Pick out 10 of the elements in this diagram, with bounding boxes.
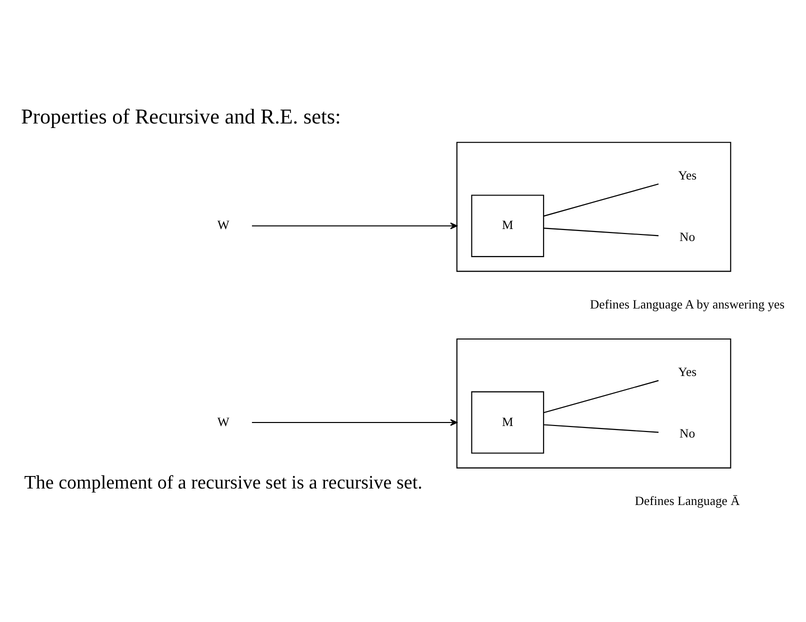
label: The complement of a recursive set is a recursive set. — [24, 472, 422, 493]
node-text: Yes — [678, 364, 697, 379]
node-text: W — [217, 218, 230, 232]
node-label: Defines Language Ā — [634, 494, 740, 508]
node-text: No — [680, 426, 696, 440]
node-label: Defines Language A by answering yes — [590, 296, 785, 311]
node-text: No — [680, 229, 696, 244]
node-text: W — [217, 414, 230, 428]
diagram-title: Properties of Recursive and R.E. sets: — [21, 104, 341, 128]
node-text: Yes — [678, 168, 697, 182]
